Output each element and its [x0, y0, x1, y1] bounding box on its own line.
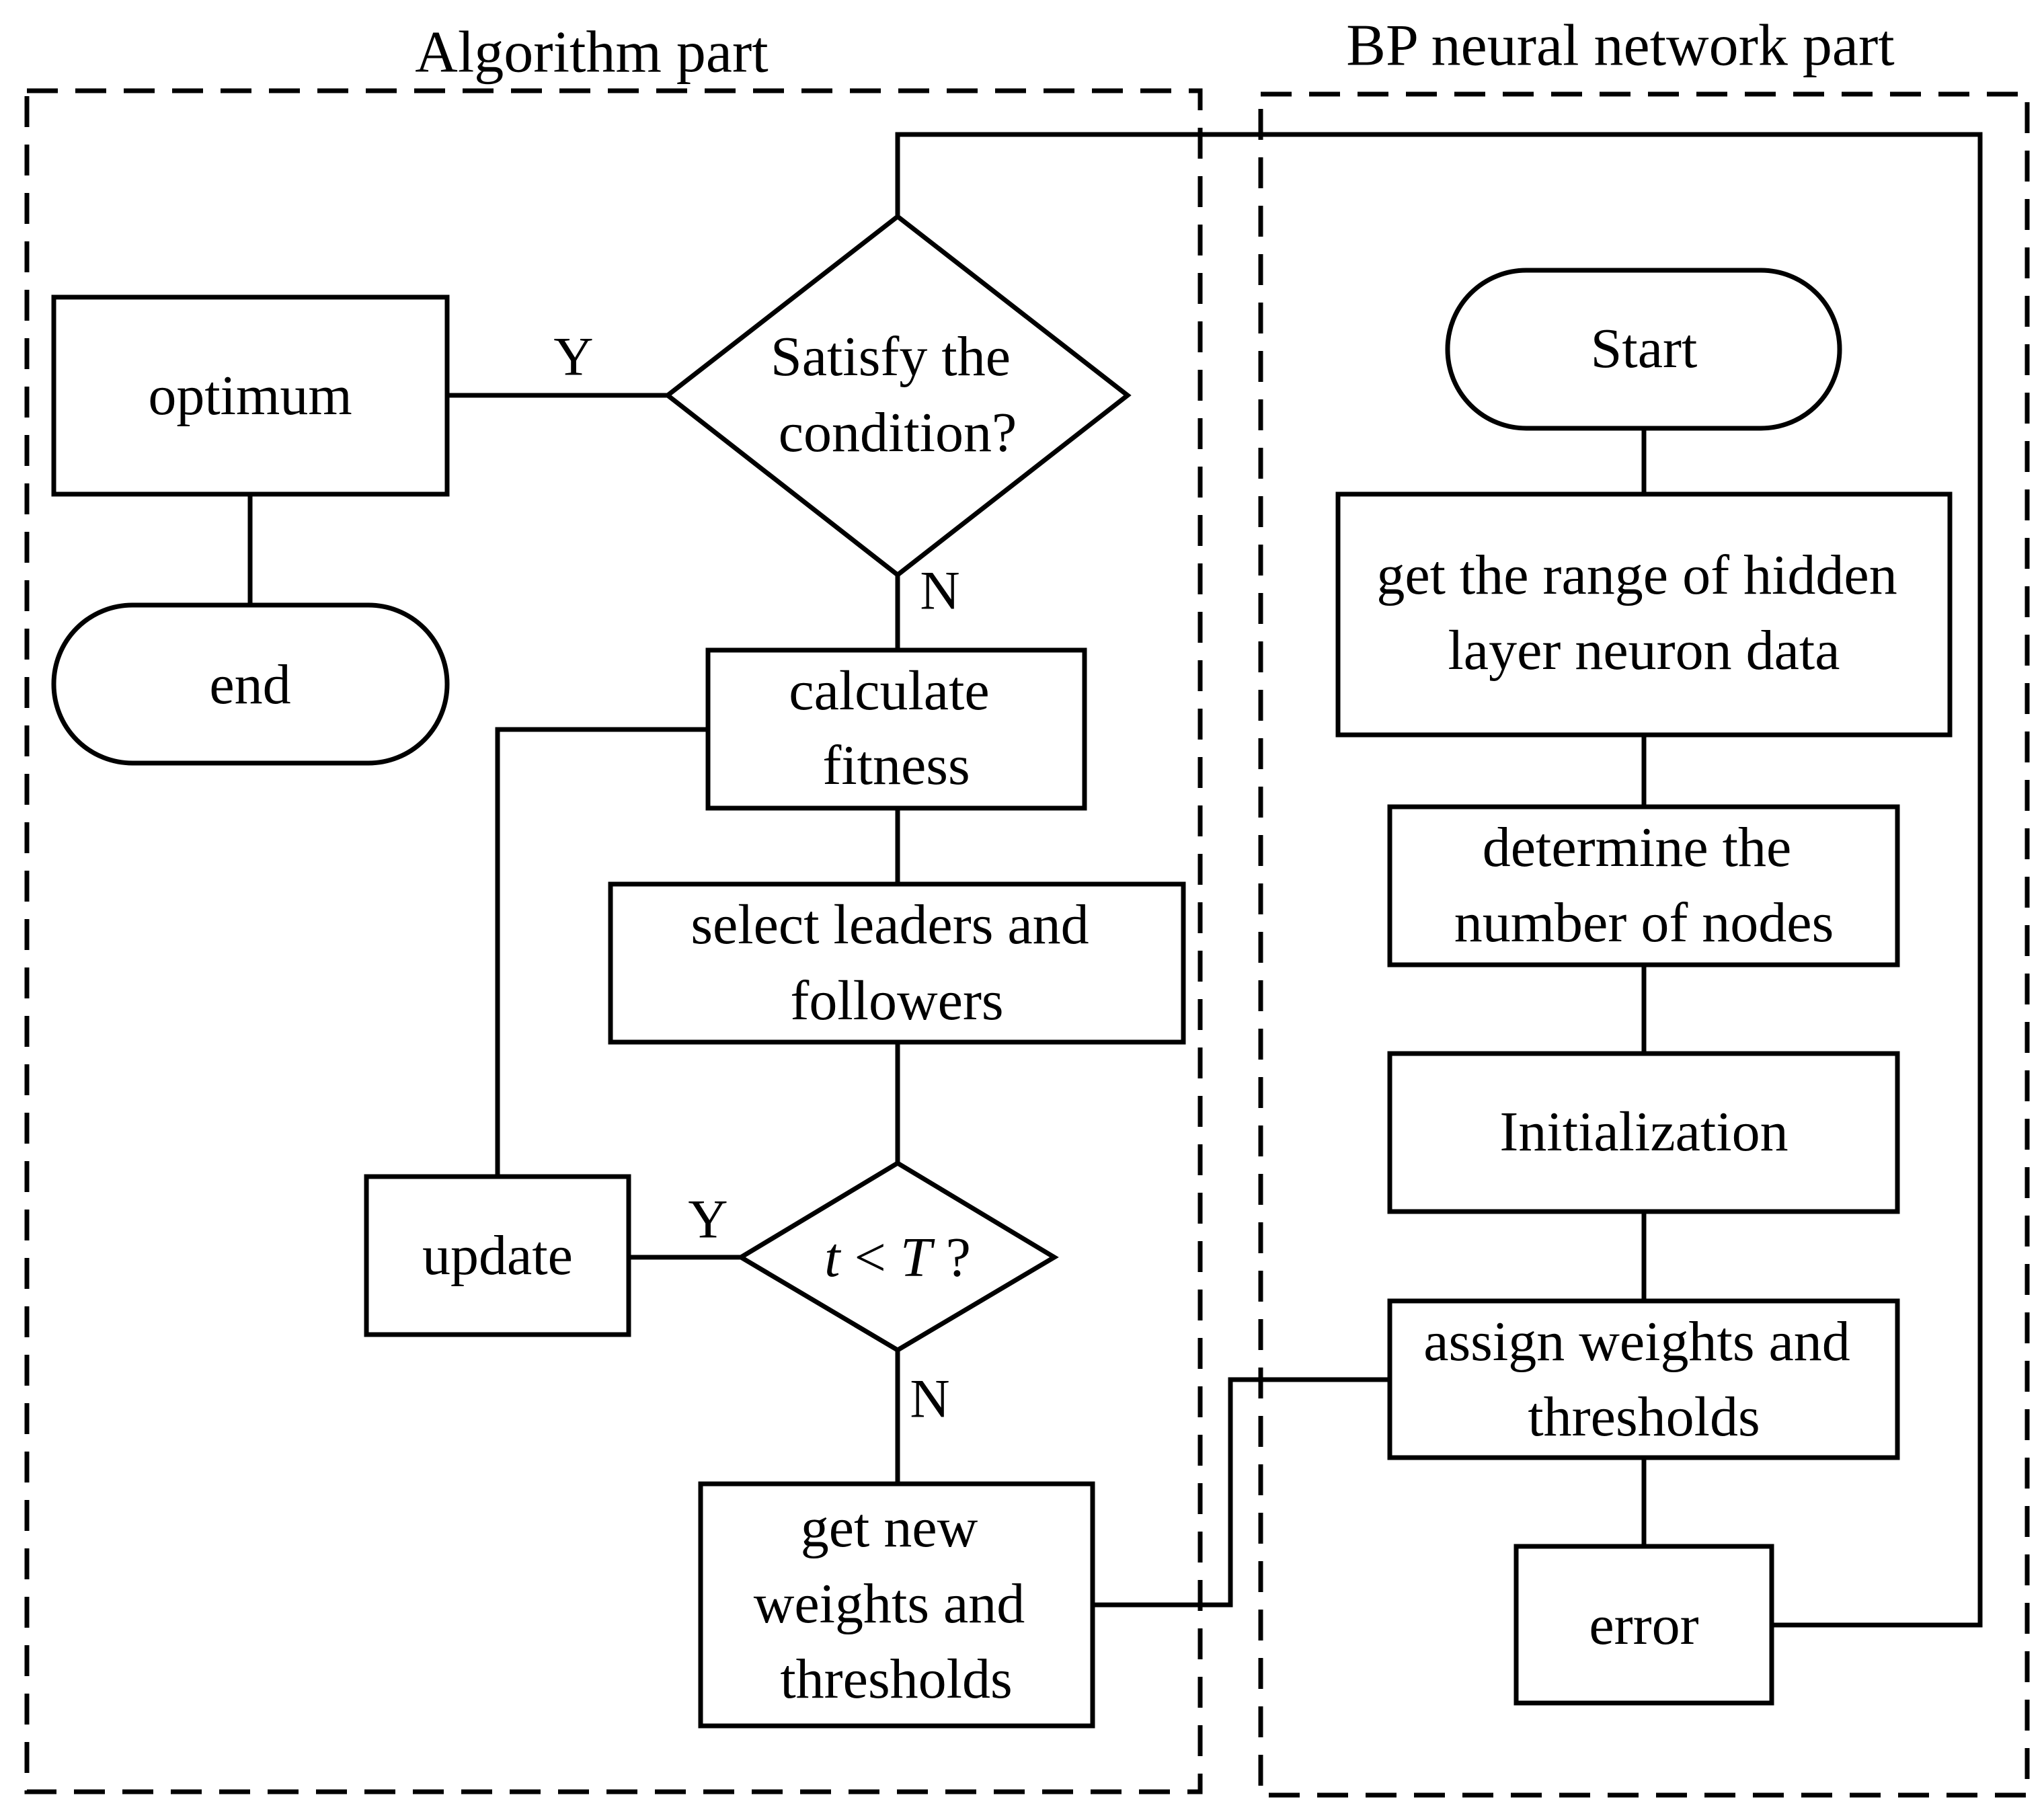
t-no-label: N — [910, 1368, 949, 1429]
assign-weights-box — [1387, 1298, 1900, 1460]
initialization-box — [1387, 1051, 1900, 1214]
optimum-box — [51, 294, 450, 497]
get-new-weights-label: get new weights and thresholds — [754, 1497, 1039, 1710]
initialization-label: Initialization — [1499, 1101, 1788, 1163]
get-new-weights-box — [698, 1481, 1095, 1729]
satisfy-condition-label: Satisfy the condition? — [771, 325, 1025, 464]
end-terminal — [51, 602, 450, 766]
algorithm-panel-title: Algorithm part — [415, 20, 768, 85]
update-label: update — [422, 1224, 573, 1287]
t-less-than-T-label: t < T ? — [824, 1226, 971, 1289]
satisfy-no-label: N — [920, 560, 959, 621]
select-leaders-label: select leaders and followers — [691, 894, 1103, 1032]
optimum-label: optimum — [148, 364, 352, 427]
determine-nodes-box — [1387, 804, 1900, 967]
satisfy-condition-decision — [664, 213, 1132, 578]
arrow-get-new-to-assign — [1093, 1377, 1389, 1608]
bp-panel-frame — [1258, 91, 2030, 1798]
start-label: Start — [1591, 317, 1698, 380]
select-leaders-box — [608, 881, 1186, 1045]
arrow-error-to-satisfy — [895, 132, 1983, 1628]
arrow-update-to-calculate — [495, 727, 707, 1177]
error-label: error — [1589, 1594, 1698, 1657]
determine-nodes-label: determine the number of nodes — [1454, 816, 1834, 954]
bp-panel-title: BP neural network part — [1346, 13, 1894, 79]
calculate-fitness-label: calculate fitness — [789, 660, 1003, 797]
update-box — [364, 1174, 631, 1337]
assign-weights-label: assign weights and thresholds — [1423, 1310, 1864, 1448]
hidden-layer-range-box — [1335, 491, 1953, 738]
hidden-layer-range-label: get the range of hidden layer neuron dat… — [1376, 544, 1911, 682]
end-label: end — [209, 654, 290, 716]
t-yes-label: Y — [688, 1189, 728, 1250]
calculate-fitness-box — [705, 647, 1087, 811]
error-box — [1514, 1544, 1774, 1706]
algorithm-panel-frame — [24, 88, 1203, 1794]
satisfy-yes-label: Y — [553, 326, 593, 387]
